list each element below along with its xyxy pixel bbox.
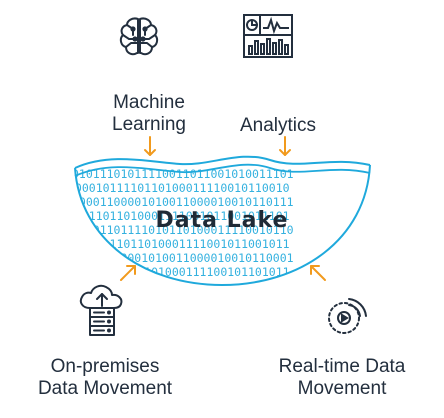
lake-title: Data Lake — [155, 208, 289, 233]
dashboard-icon — [243, 14, 293, 58]
realtime-label-line2: Movement — [297, 378, 387, 399]
binary-row: 00101101111010110100011110010110 — [72, 223, 294, 237]
binary-row: 01111011010001111001011001011101 — [68, 209, 290, 223]
binary-row: 10001100001010011000010010110111 — [72, 195, 294, 209]
binary-row: 00001011110110100011110010110010 — [68, 181, 290, 195]
brain-icon — [119, 17, 159, 56]
analytics-arrow — [279, 136, 291, 156]
ml-label-line1: Machine — [113, 92, 185, 113]
binary-row: 10101111011010001111001011001011 — [68, 237, 290, 251]
ml-label: Machine Learning — [94, 92, 204, 136]
realtime-arrow — [310, 265, 326, 281]
onprem-arrow — [120, 265, 136, 281]
onprem-label: On-premises Data Movement — [20, 356, 190, 400]
stream-signal-icon — [328, 298, 367, 334]
analytics-label: Analytics — [239, 115, 317, 136]
binary-row: 00010100001010011000010010110001 — [72, 251, 294, 265]
onprem-label-line2: Data Movement — [37, 378, 173, 399]
binary-row: 11001001011101000111100101101011 — [68, 265, 290, 279]
cloud-upload-server-icon — [79, 284, 123, 336]
realtime-label: Real-time Data Movement — [262, 356, 422, 400]
ml-arrow — [144, 136, 156, 156]
binary-row: 01011101011110011011001010011101 — [72, 167, 294, 181]
onprem-label-line1: On-premises — [50, 356, 160, 377]
ml-label-line2: Learning — [112, 114, 186, 135]
realtime-label-line1: Real-time Data — [278, 356, 406, 377]
